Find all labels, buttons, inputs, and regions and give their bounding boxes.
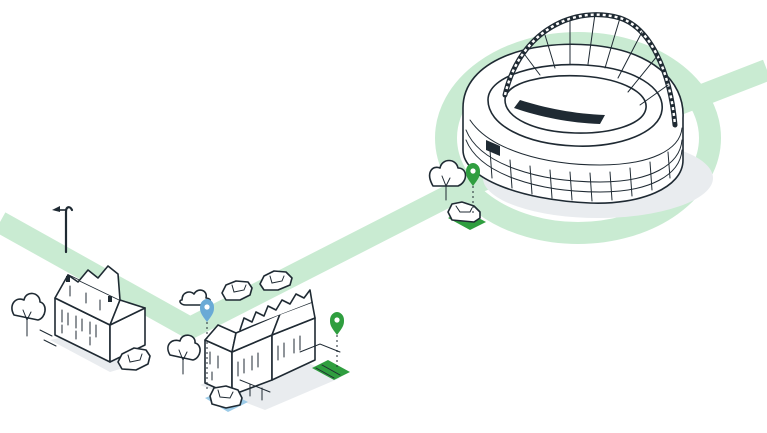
tree-cluster-left xyxy=(11,292,46,337)
stadium-arch xyxy=(502,12,678,128)
car xyxy=(221,280,253,301)
car xyxy=(259,270,293,291)
stadium-inner-stands xyxy=(504,74,647,134)
car xyxy=(447,201,481,223)
pin-leaders xyxy=(206,186,474,392)
location-pin-icon xyxy=(200,299,214,322)
location-pin-icon xyxy=(466,163,480,186)
stadium-ring-road xyxy=(435,32,721,244)
tree-middle xyxy=(167,334,201,375)
stadium xyxy=(462,12,713,218)
car xyxy=(117,347,151,371)
stadium-screen xyxy=(486,140,500,156)
stadium-pitch xyxy=(514,100,605,124)
car xyxy=(209,385,243,409)
location-pin-icon xyxy=(330,312,344,335)
terrace-houses-left xyxy=(39,265,150,372)
stadium-wall-ribs xyxy=(489,149,671,202)
street-lamp xyxy=(52,206,74,254)
parking-spot-middle xyxy=(312,360,350,380)
tree-stadium xyxy=(428,159,467,201)
